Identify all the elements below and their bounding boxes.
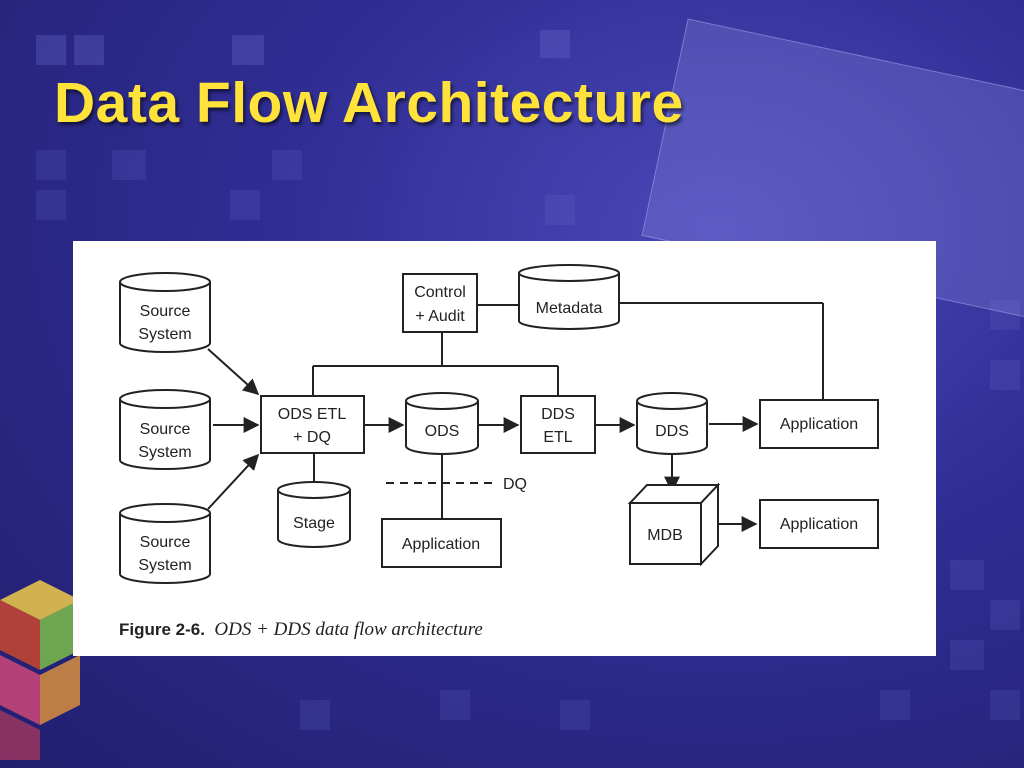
arrow-source1-to-odsetl — [207, 348, 260, 396]
source-system-1: Source System — [119, 272, 211, 353]
svg-text:Figure 2-6. ODS + DDS: Figure 2-6. ODS + DDS data flow architec… — [119, 619, 483, 640]
metadata-cylinder: Metadata — [518, 264, 620, 330]
caption-text: ODS + DDS data flow architecture — [214, 619, 482, 640]
source-system-2-line-1: Source — [140, 421, 191, 438]
ods-etl-box: ODS ETL + DQ — [260, 395, 365, 454]
application-box-ods: Application — [381, 518, 502, 568]
dds-etl-line-2: ETL — [543, 429, 572, 446]
source-system-3: Source System — [119, 503, 211, 584]
application-main-label: Application — [780, 416, 858, 433]
connections — [207, 302, 824, 532]
dq-label: DQ — [503, 476, 527, 493]
mdb-cube: MDB — [627, 482, 721, 567]
source-system-3-line-1: Source — [140, 534, 191, 551]
ods-etl-line-1: ODS ETL — [278, 406, 347, 423]
application-box-mdb: Application — [759, 499, 879, 549]
figure-panel: Source System Source System Source Syste… — [73, 241, 936, 656]
ods-cylinder: ODS — [405, 392, 479, 455]
dds-cylinder: DDS — [636, 392, 708, 455]
source-system-1-line-2: System — [138, 326, 191, 343]
source-system-2-line-2: System — [138, 444, 191, 461]
stage-label: Stage — [293, 515, 335, 532]
arrow-source3-to-odsetl — [207, 453, 260, 510]
source-system-3-line-2: System — [138, 557, 191, 574]
application-mdb-label: Application — [780, 516, 858, 533]
stage-cylinder: Stage — [277, 481, 351, 548]
application-ods-label: Application — [402, 536, 480, 553]
dds-etl-line-1: DDS — [541, 406, 575, 423]
dds-etl-box: DDS ETL — [520, 395, 596, 454]
dds-label: DDS — [655, 423, 689, 440]
source-system-2: Source System — [119, 389, 211, 470]
source-system-1-line-1: Source — [140, 303, 191, 320]
figure-caption: Figure 2-6. ODS + DDS data flow architec… — [119, 619, 483, 640]
control-audit-box: Control + Audit — [402, 273, 478, 333]
data-flow-diagram: Source System Source System Source Syste… — [119, 264, 879, 640]
application-box-main: Application — [759, 399, 879, 449]
metadata-label: Metadata — [536, 300, 603, 317]
mdb-label: MDB — [647, 527, 683, 544]
control-audit-line-2: + Audit — [415, 308, 465, 325]
slide-title: Data Flow Architecture — [54, 71, 684, 135]
ods-etl-line-2: + DQ — [293, 429, 331, 446]
control-audit-line-1: Control — [414, 284, 466, 301]
caption-label: Figure 2-6. — [119, 620, 205, 639]
ods-label: ODS — [425, 423, 460, 440]
